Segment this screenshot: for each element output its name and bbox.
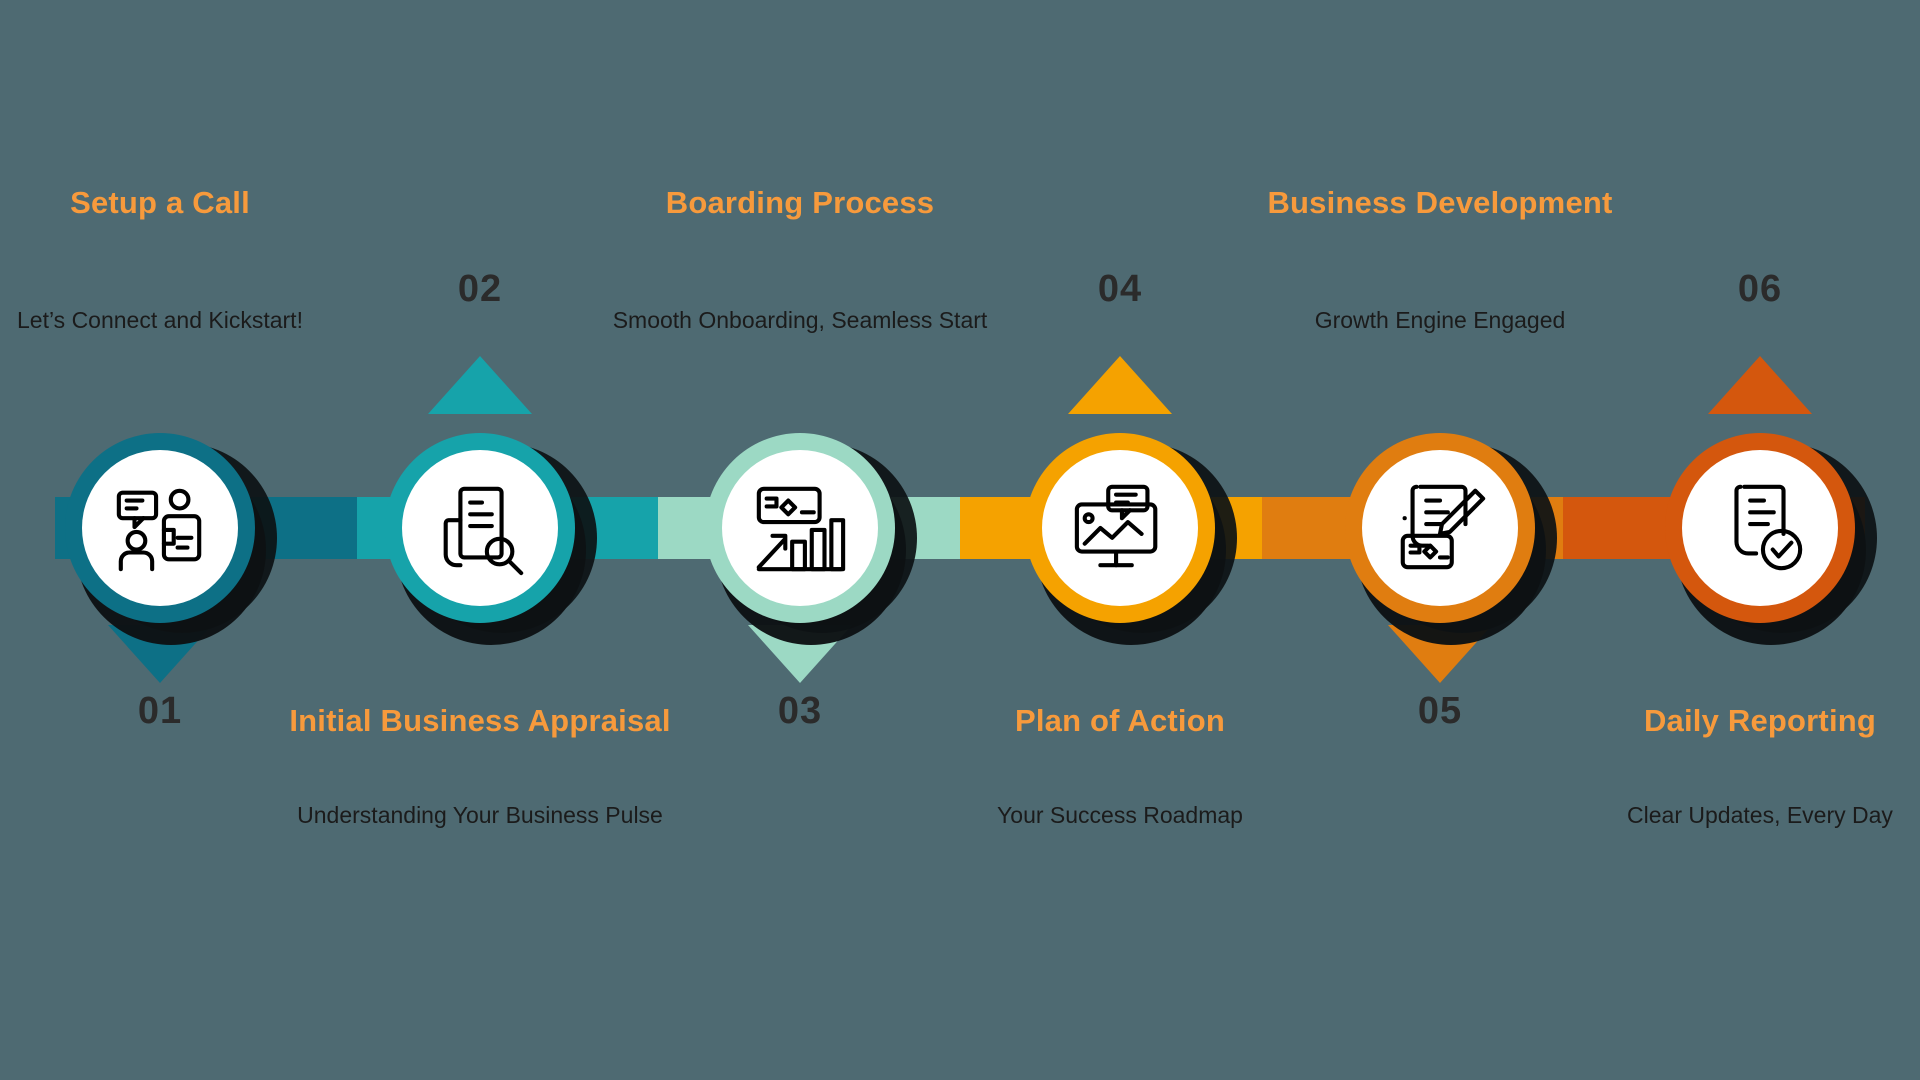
step-subtitle-03: Smooth Onboarding, Seamless Start <box>612 307 988 333</box>
step-title-block-06: Daily Reporting <box>1550 700 1920 741</box>
step-pointer-04 <box>1068 356 1172 414</box>
chat-people-icon <box>82 450 238 606</box>
step-subtitle-block-02: Understanding Your Business Pulse <box>270 800 690 832</box>
growth-chart-icon <box>722 450 878 606</box>
step-number-05: 05 <box>1417 690 1463 732</box>
step-title-03: Boarding Process <box>665 185 935 220</box>
badge-ring <box>385 433 575 623</box>
process-step-01: Setup a Call Let’s Connect and Kickstart… <box>10 0 310 1080</box>
step-subtitle-block-03: Smooth Onboarding, Seamless Start <box>590 305 1010 337</box>
step-subtitle-block-05: Growth Engine Engaged <box>1230 305 1650 337</box>
process-step-06: Daily Reporting Clear Updates, Every Day… <box>1610 0 1910 1080</box>
step-title-06: Daily Reporting <box>1643 703 1877 738</box>
connector-rail <box>55 497 1866 559</box>
step-pointer-06 <box>1708 356 1812 414</box>
step-title-block-03: Boarding Process <box>590 182 1010 223</box>
step-badge-06[interactable] <box>1665 433 1877 645</box>
badge-ring <box>705 433 895 623</box>
step-title-02: Initial Business Appraisal <box>289 703 671 738</box>
step-number-06: 06 <box>1737 268 1783 310</box>
step-title-block-04: Plan of Action <box>910 700 1330 741</box>
document-search-icon <box>402 450 558 606</box>
step-subtitle-01: Let’s Connect and Kickstart! <box>17 307 303 333</box>
step-number-02: 02 <box>457 268 503 310</box>
document-edit-card-icon <box>1362 450 1518 606</box>
step-title-05: Business Development <box>1267 185 1613 220</box>
step-number-03: 03 <box>777 690 823 732</box>
step-subtitle-06: Clear Updates, Every Day <box>1627 802 1893 828</box>
process-step-02: Initial Business Appraisal Understanding… <box>289 0 670 1080</box>
process-step-04: Plan of Action Your Success Roadmap 04 <box>970 0 1270 1080</box>
step-badge-02[interactable] <box>385 433 597 645</box>
step-title-block-02: Initial Business Appraisal <box>270 700 690 741</box>
badge-ring <box>65 433 255 623</box>
step-subtitle-block-04: Your Success Roadmap <box>910 800 1330 832</box>
step-badge-01[interactable] <box>65 433 277 645</box>
step-pointer-02 <box>428 356 532 414</box>
step-title-block-01: Setup a Call <box>0 182 370 223</box>
step-title-01: Setup a Call <box>70 185 250 220</box>
step-badge-04[interactable] <box>1025 433 1237 645</box>
step-subtitle-05: Growth Engine Engaged <box>1314 307 1566 333</box>
monitor-presentation-icon <box>1042 450 1198 606</box>
step-badge-05[interactable] <box>1345 433 1557 645</box>
step-subtitle-04: Your Success Roadmap <box>997 802 1243 828</box>
step-title-block-05: Business Development <box>1230 182 1650 223</box>
step-title-04: Plan of Action <box>1014 703 1226 738</box>
badge-ring <box>1665 433 1855 623</box>
step-subtitle-block-06: Clear Updates, Every Day <box>1550 800 1920 832</box>
badge-ring <box>1025 433 1215 623</box>
step-number-04: 04 <box>1097 268 1143 310</box>
step-badge-03[interactable] <box>705 433 917 645</box>
document-check-icon <box>1682 450 1838 606</box>
process-step-03: Boarding Process Smooth Onboarding, Seam… <box>613 0 988 1080</box>
step-subtitle-02: Understanding Your Business Pulse <box>297 802 663 828</box>
process-step-05: Business Development Growth Engine Engag… <box>1267 0 1612 1080</box>
badge-ring <box>1345 433 1535 623</box>
step-number-01: 01 <box>137 690 183 732</box>
step-subtitle-block-01: Let’s Connect and Kickstart! <box>0 305 370 337</box>
